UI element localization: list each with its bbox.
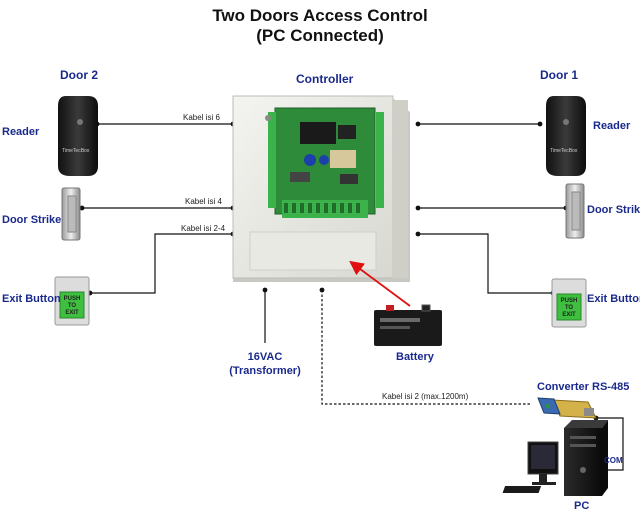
right-exit-button-device: [551, 278, 587, 328]
wire-rs485: [321, 290, 532, 405]
left-door-strike-device: [61, 187, 81, 241]
wire-converter-pc: [596, 417, 624, 471]
battery-device: [374, 304, 442, 346]
diagram-title: Two Doors Access Control: [212, 6, 428, 25]
converter-label: Converter RS-485: [537, 381, 630, 393]
left-exit-button-label: Exit Button: [2, 293, 61, 305]
controller-header: Controller: [296, 72, 354, 86]
right-reader-label: Reader: [593, 120, 631, 132]
wires: [82, 123, 624, 471]
right-reader-device: [546, 96, 586, 176]
left-reader-label: Reader: [2, 126, 40, 138]
cable-rs485-label: Kabel isi 2 (max.1200m): [382, 392, 469, 401]
pc-label: PC: [574, 500, 590, 512]
com-label: COM: [604, 456, 623, 465]
battery-label: Battery: [396, 351, 434, 363]
cable-exit-label: Kabel isi 2-4: [181, 224, 226, 233]
pc-device: [502, 420, 608, 496]
converter-device: [537, 397, 597, 419]
power-label: 16VAC(Transformer): [229, 351, 301, 377]
controller-box: [232, 95, 410, 282]
door1-header: Door 1: [540, 68, 579, 82]
door2-header: Door 2: [60, 68, 99, 82]
left-exit-button-device: [54, 276, 90, 326]
cable-strike-label: Kabel isi 4: [185, 197, 222, 206]
wire-right-exit: [418, 233, 553, 294]
wire-left-exit: [90, 233, 233, 294]
right-door-strike-label: Door Strike: [587, 204, 640, 216]
left-reader-device: [58, 96, 98, 176]
left-reader-brand: TimeTecBox: [62, 148, 90, 154]
cable-reader-label: Kabel isi 6: [183, 113, 220, 122]
right-reader-brand: TimeTecBox: [550, 148, 578, 154]
left-door-strike-label: Door Strike: [2, 214, 62, 226]
diagram-subtitle: (PC Connected): [256, 26, 384, 45]
right-exit-button-label: Exit Button: [587, 293, 640, 305]
battery-arrow: [349, 260, 411, 307]
right-door-strike-device: [565, 183, 585, 239]
